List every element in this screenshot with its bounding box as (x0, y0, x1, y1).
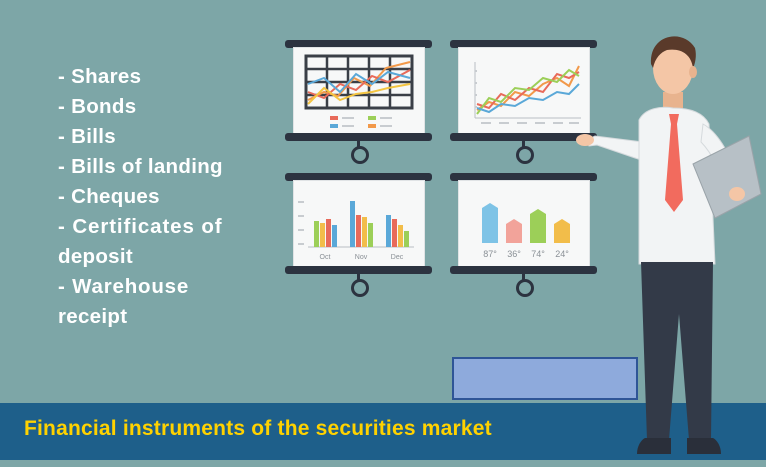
list-item-shares: - Shares (58, 65, 142, 88)
board-rod (285, 173, 432, 181)
board-knob (516, 146, 534, 164)
presenter-shoe (687, 438, 721, 454)
trend-line-chart-icon (474, 62, 581, 124)
metric-bar (530, 208, 546, 243)
metric-label: 74° (531, 249, 545, 259)
presenter-folder (692, 135, 762, 219)
presenter-illustration (576, 36, 762, 454)
board-stem (357, 274, 360, 280)
board-stem (357, 141, 360, 147)
list-item-bills: - Bills (58, 125, 116, 148)
board-rod (285, 133, 432, 141)
list-item-warehouse-receipt: - Warehouse (58, 275, 190, 298)
board-rod (450, 133, 597, 141)
board-rod (450, 40, 597, 48)
metric-label: 36° (507, 249, 521, 259)
metric-label: 87° (483, 249, 497, 259)
pointing-hand (576, 134, 594, 146)
presenter-hair (650, 36, 696, 68)
bar-category-label: Dec (391, 254, 404, 261)
board-panel: Oct Nov Dec (293, 180, 425, 268)
instrument-list: - Shares - Bonds - Bills - Bills of land… (58, 62, 258, 332)
grid-line-chart-icon (304, 54, 414, 128)
grouped-bar-chart-icon: Oct Nov Dec (298, 201, 414, 261)
board-rod (450, 173, 597, 181)
list-item-warehouse-continuation: receipt (58, 305, 128, 328)
presenter-tie (665, 114, 683, 212)
metric-label: 24° (555, 249, 569, 259)
board-knob (351, 279, 369, 297)
metric-bar (554, 219, 570, 243)
bar-group-oct (314, 219, 337, 247)
board-stem (522, 141, 525, 147)
list-item-bills-of-landing: - Bills of landing (58, 155, 223, 178)
list-item-cheques: - Cheques (58, 185, 160, 208)
bar-category-label: Nov (355, 254, 368, 261)
blank-text-box (452, 357, 638, 400)
board-rod (285, 266, 432, 274)
board-knob (351, 146, 369, 164)
presenter-head (653, 42, 693, 94)
caption-title: Financial instruments of the securities … (24, 417, 492, 440)
board-stem (522, 274, 525, 280)
board-knob (516, 279, 534, 297)
list-item-certificates-of-deposit: - Certificates of (58, 215, 223, 238)
metric-bar (482, 202, 498, 243)
board-panel (293, 47, 425, 135)
metric-bar (506, 219, 522, 243)
bar-group-nov (350, 201, 373, 247)
presenter-trousers (641, 262, 713, 440)
list-item-certificates-continuation: deposit (58, 245, 133, 268)
bar-group-dec (386, 215, 409, 247)
bar-category-label: Oct (320, 254, 331, 261)
presenter-shoe (637, 438, 671, 454)
board-rod (450, 266, 597, 274)
pointing-arm (586, 135, 644, 161)
list-item-bonds: - Bonds (58, 95, 137, 118)
board-panel: 87° 36° 74° 24° (458, 180, 590, 268)
metric-bar-chart-icon: 87° 36° 74° 24° (482, 202, 570, 259)
board-rod (285, 40, 432, 48)
